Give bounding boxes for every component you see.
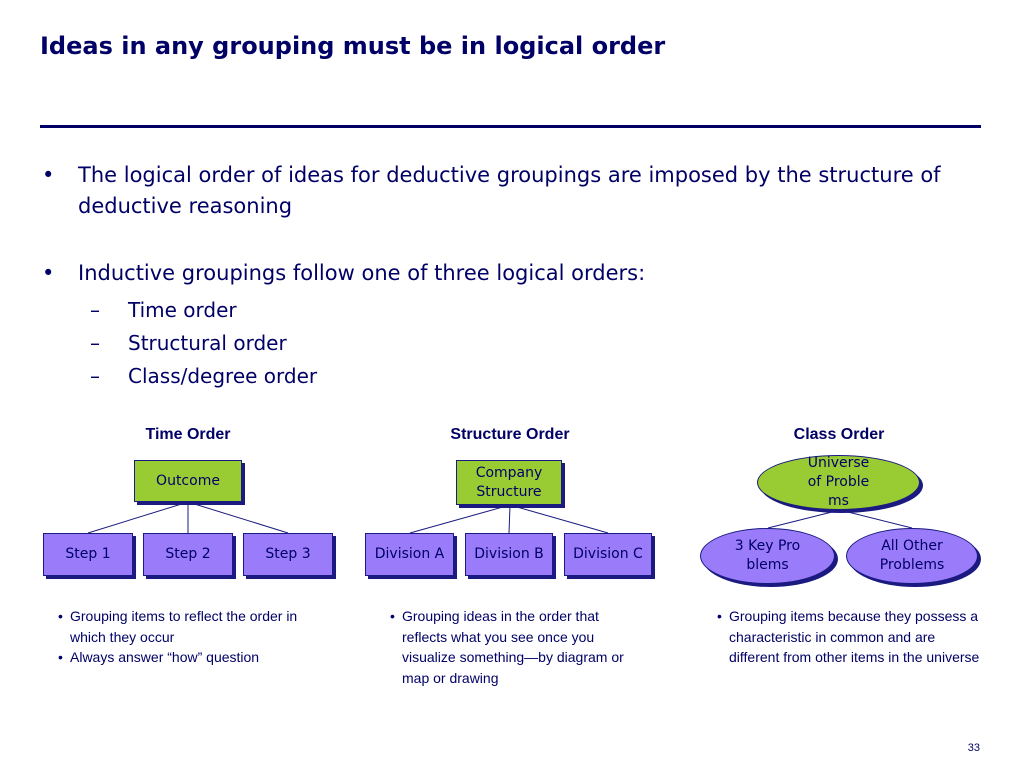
connector-line xyxy=(509,504,609,534)
division-box: Division A xyxy=(365,533,454,576)
note-item: Grouping items to reflect the order in w… xyxy=(58,606,308,647)
company-structure-box: Company Structure xyxy=(456,460,562,505)
page-number: 33 xyxy=(967,742,980,754)
class-order-heading: Class Order xyxy=(793,426,885,443)
universe-label: Universe of Problems xyxy=(807,455,870,509)
step-box: Step 3 xyxy=(243,533,333,576)
note-item: Grouping ideas in the order that reflect… xyxy=(390,606,625,688)
division-box: Division B xyxy=(465,533,553,576)
page-title: Ideas in any grouping must be in logical… xyxy=(40,32,666,60)
connector-line xyxy=(767,509,841,529)
dash-icon: – xyxy=(90,364,100,388)
note-item: Always answer “how” question xyxy=(58,647,308,668)
class-order-notes: Grouping items because they possess a ch… xyxy=(717,606,982,668)
structure-order-notes: Grouping ideas in the order that reflect… xyxy=(390,606,625,688)
sub-bullet-text: Time order xyxy=(128,298,237,322)
other-problems-label: All Other Problems xyxy=(879,538,945,573)
note-item: Grouping items because they possess a ch… xyxy=(717,606,982,668)
key-problems-label: 3 Key Problems xyxy=(734,538,801,573)
step-box: Step 2 xyxy=(143,533,233,576)
time-order-heading: Time Order xyxy=(145,426,231,443)
connector-line xyxy=(187,501,289,534)
dash-icon: – xyxy=(90,331,100,355)
universe-oval: Universe of Problems xyxy=(757,455,920,510)
sub-bullet-text: Class/degree order xyxy=(128,364,318,388)
connector-line xyxy=(409,504,511,534)
other-problems-oval: All Other Problems xyxy=(846,528,978,584)
division-box: Division C xyxy=(564,533,652,576)
time-order-notes: Grouping items to reflect the order in w… xyxy=(58,606,308,668)
key-problems-oval: 3 Key Problems xyxy=(700,528,835,584)
bullet-text: The logical order of ideas for deductive… xyxy=(78,163,941,218)
outcome-box: Outcome xyxy=(134,460,242,502)
sub-bullet-text: Structural order xyxy=(128,331,287,355)
bullet-dot-icon: • xyxy=(42,261,55,285)
connector-line xyxy=(87,501,189,534)
structure-order-heading: Structure Order xyxy=(450,426,570,443)
bullet-text: Inductive groupings follow one of three … xyxy=(78,261,646,285)
step-box: Step 1 xyxy=(43,533,133,576)
dash-icon: – xyxy=(90,298,100,322)
bullet-dot-icon: • xyxy=(42,163,55,187)
connector-line xyxy=(839,509,913,529)
title-divider xyxy=(40,125,981,128)
connector-line xyxy=(508,504,511,534)
